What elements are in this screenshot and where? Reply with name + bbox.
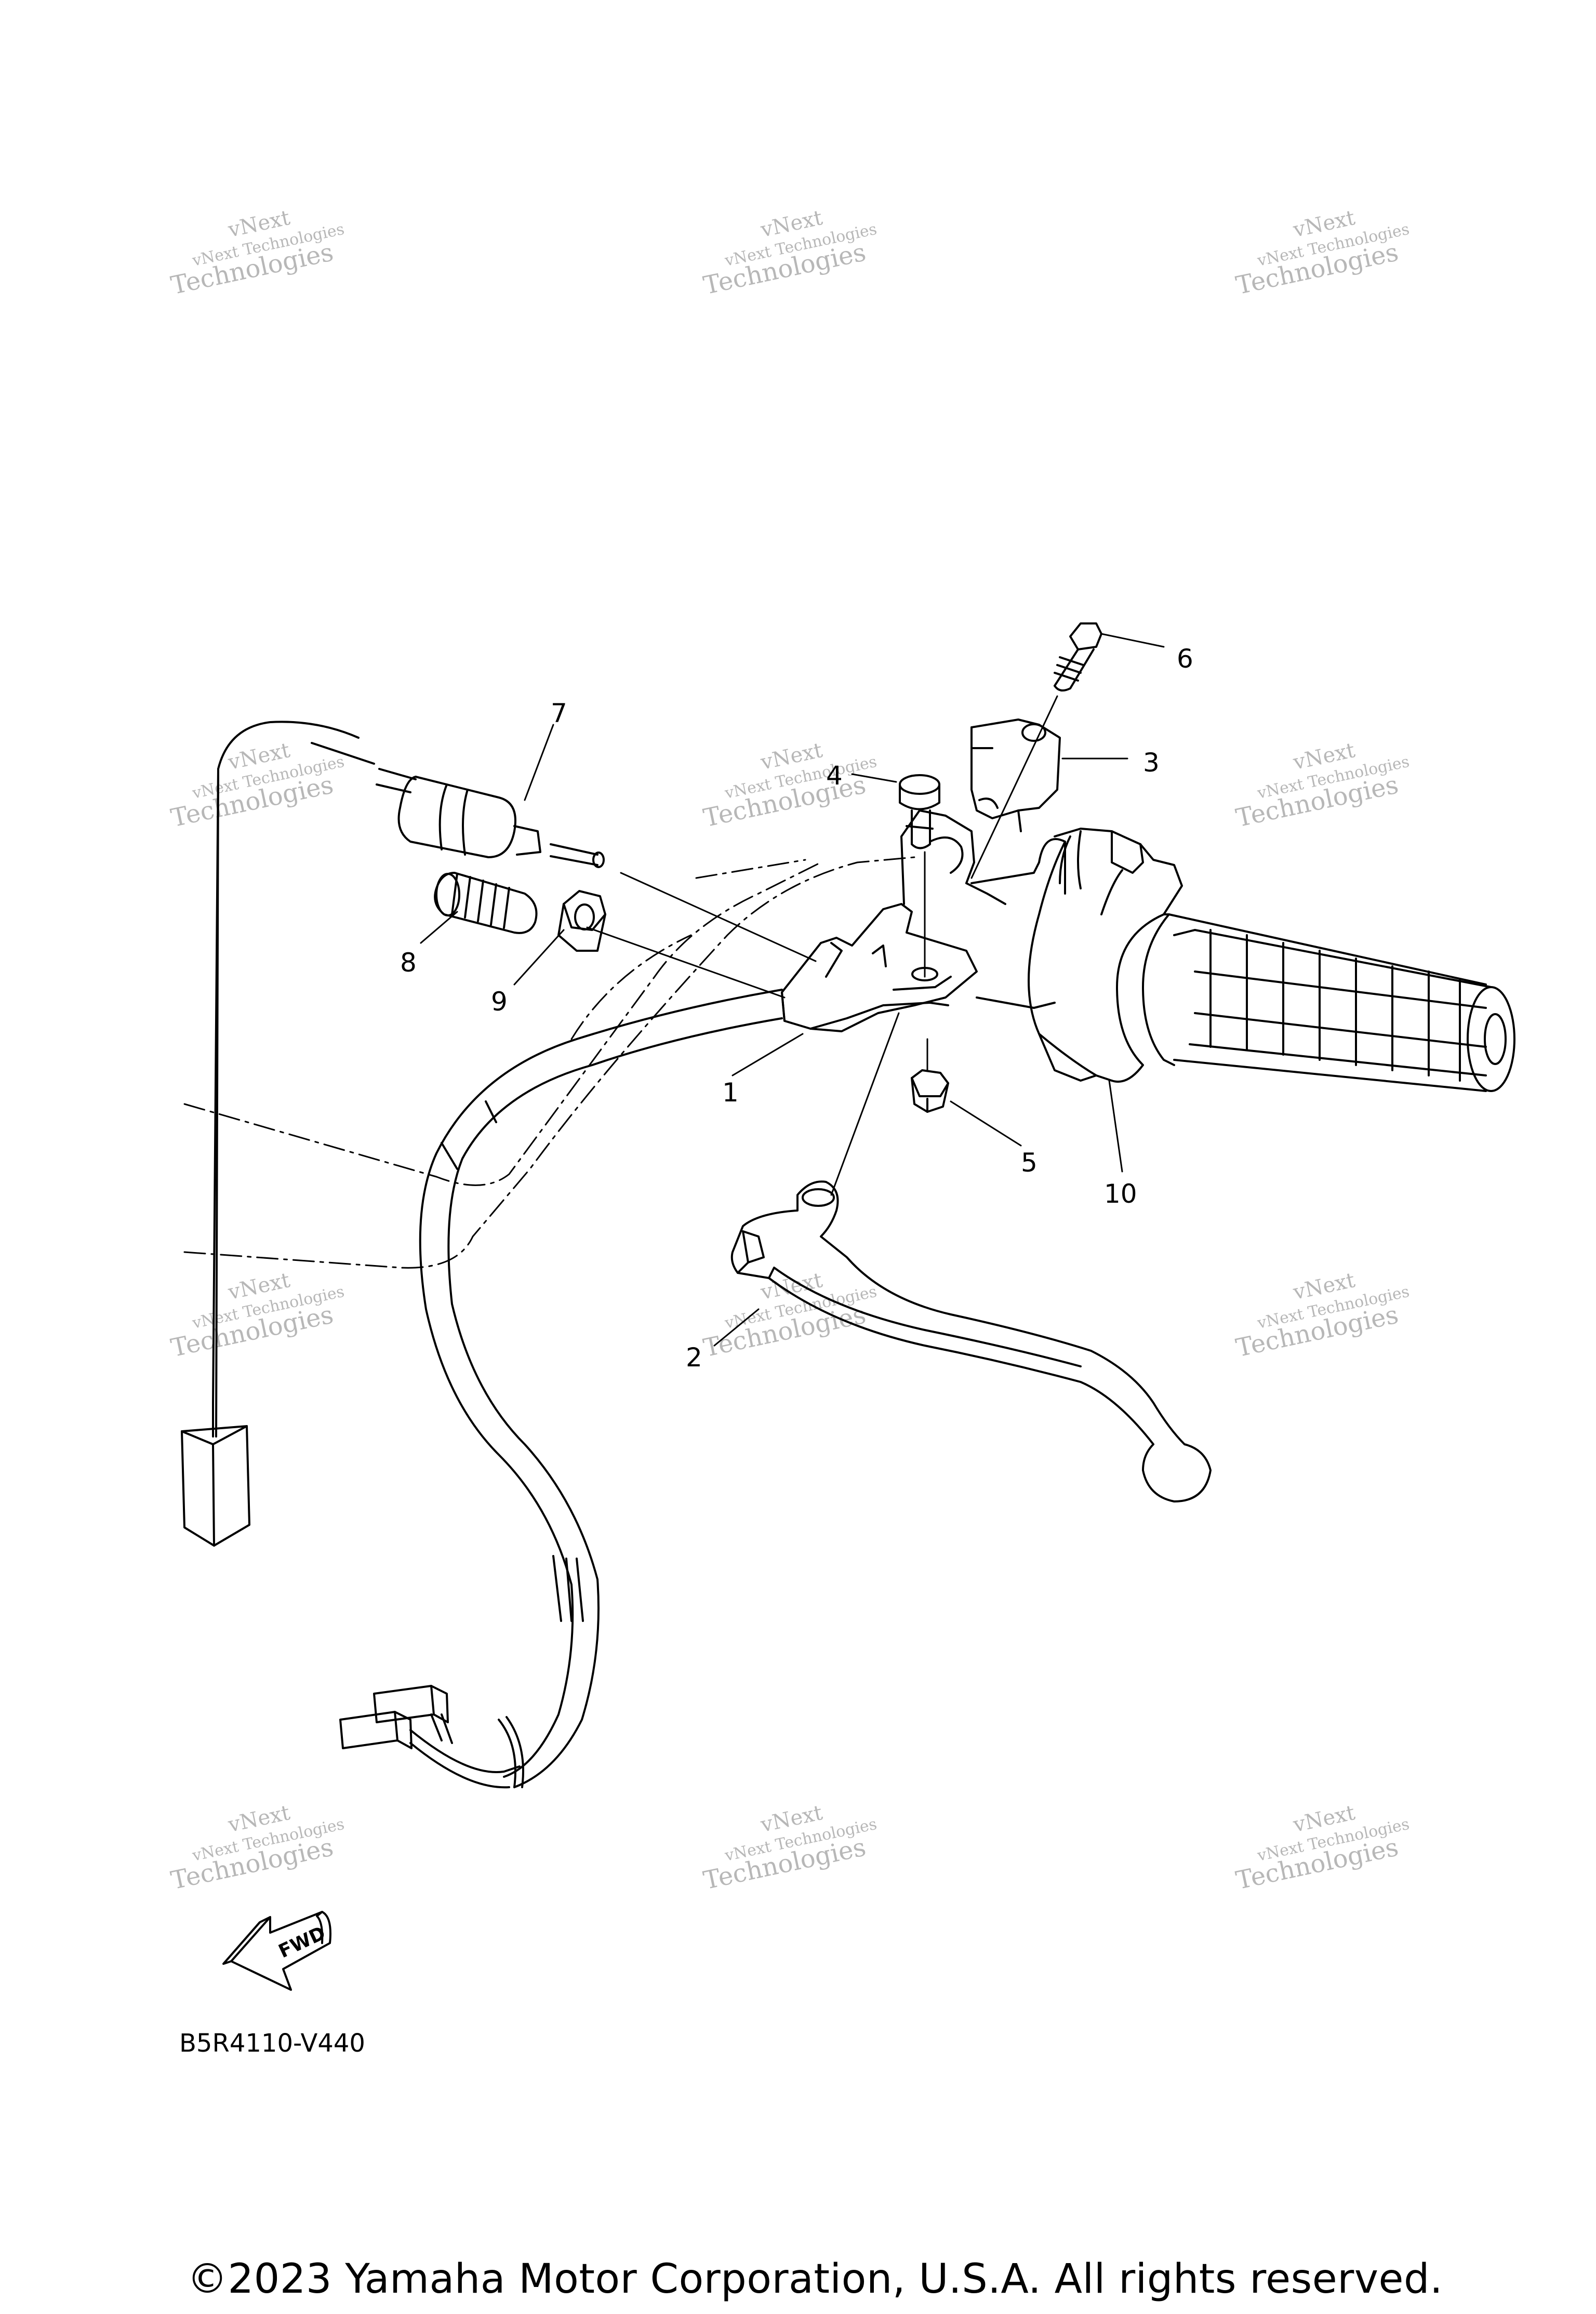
clutch-lever-icon	[730, 1180, 1212, 1502]
callout-2: 2	[686, 1342, 702, 1373]
holder-clamp-icon	[970, 719, 1061, 832]
callout-1: 1	[722, 1078, 739, 1108]
fwd-direction-arrow-icon: FWD	[222, 1911, 331, 1991]
callout-7: 7	[551, 698, 567, 728]
callout-3: 3	[1143, 748, 1160, 778]
callout-labels: 1 2 3 4 5 6 7 8 9 10	[400, 644, 1193, 1373]
callout-9: 9	[491, 987, 508, 1017]
clamp-bolt-icon	[1054, 622, 1102, 691]
harness-connector-icon	[339, 1685, 524, 1789]
clutch-switch-icon	[376, 768, 605, 868]
wire-connector-icon	[181, 1425, 250, 1547]
alignment-lines	[586, 695, 1058, 1196]
lever-holder-bracket-icon	[781, 809, 1006, 1032]
nut-icon	[911, 1069, 949, 1113]
callout-4: 4	[826, 761, 843, 791]
callout-8: 8	[400, 948, 417, 978]
callout-10: 10	[1104, 1179, 1137, 1209]
cable-adjuster-icon	[434, 872, 538, 934]
lock-nut-icon	[557, 890, 606, 952]
clutch-cable	[419, 989, 783, 1788]
handlebar-switch-grip-icon	[970, 828, 1515, 1092]
copyright-notice: ©2023 Yamaha Motor Corporation, U.S.A. A…	[187, 2256, 1443, 2303]
callout-5: 5	[1021, 1148, 1038, 1178]
reference-code: B5R4110-V440	[179, 2029, 365, 2058]
switch-wire	[212, 721, 375, 1438]
phantom-outline	[183, 856, 915, 1269]
callout-leaders	[420, 633, 1165, 1347]
lever-bolt-icon	[899, 774, 940, 849]
callout-6: 6	[1177, 644, 1193, 674]
